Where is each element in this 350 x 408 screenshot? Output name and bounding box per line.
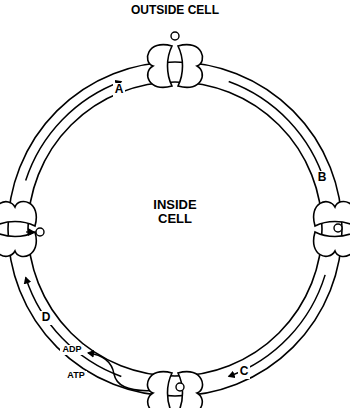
release-arrow xyxy=(26,231,34,232)
molecule-label: ATP xyxy=(65,371,86,381)
step-letter: A xyxy=(113,83,126,96)
step-letter: C xyxy=(238,365,251,378)
molecule xyxy=(334,224,342,232)
cycle-arrow xyxy=(26,278,122,377)
cycle-arrow xyxy=(26,81,122,180)
region-label: INSIDE CELL xyxy=(145,198,205,227)
protein-lobe xyxy=(314,201,350,226)
step-letter: D xyxy=(40,311,53,324)
molecule xyxy=(171,32,179,40)
membrane-inner xyxy=(28,82,322,376)
carrier-protein xyxy=(0,201,36,256)
protein-lobe xyxy=(314,232,350,257)
protein-lobe xyxy=(0,232,36,257)
carrier-protein xyxy=(314,201,350,256)
region-label: OUTSIDE CELL xyxy=(131,4,219,17)
molecule xyxy=(36,228,44,236)
membrane-outer xyxy=(8,62,342,396)
protein-lobe xyxy=(178,45,203,88)
cycle-arrow xyxy=(229,81,325,183)
step-letter: B xyxy=(316,171,329,184)
protein-lobe xyxy=(147,45,172,88)
molecule xyxy=(176,383,184,391)
molecule-label: ADP xyxy=(60,345,83,355)
carrier-protein xyxy=(147,45,202,88)
carrier-protein xyxy=(147,372,202,408)
cycle-arrow xyxy=(229,275,325,377)
protein-lobe xyxy=(0,201,36,226)
protein-lobe xyxy=(147,372,172,408)
